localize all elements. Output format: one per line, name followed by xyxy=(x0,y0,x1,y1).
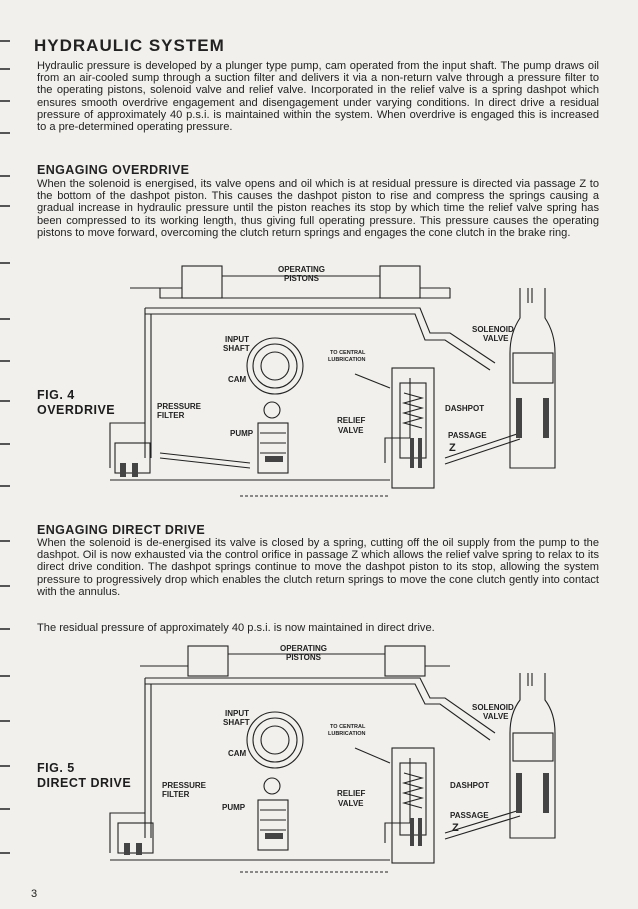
binder-mark xyxy=(0,400,10,402)
overdrive-heading: ENGAGING OVERDRIVE xyxy=(37,163,190,177)
label-relief-valve: VALVE xyxy=(338,426,364,435)
label-dashpot: DASHPOT xyxy=(445,404,484,413)
binder-mark xyxy=(0,100,10,102)
label-pressure: PRESSURE xyxy=(162,781,207,790)
binder-mark xyxy=(0,485,10,487)
left-operating-piston xyxy=(181,265,223,299)
direct-drive-note: The residual pressure of approximately 4… xyxy=(37,622,435,634)
label-pistons: PISTONS xyxy=(286,653,322,662)
cam-follower xyxy=(263,777,281,795)
solenoid-valve xyxy=(509,288,556,469)
input-shaft-circle xyxy=(246,337,304,395)
right-operating-piston xyxy=(379,265,421,299)
right-operating-piston xyxy=(384,645,426,677)
pump-body xyxy=(257,799,289,851)
binder-mark xyxy=(0,318,10,320)
pressure-filter xyxy=(117,822,154,854)
binder-mark xyxy=(0,808,10,810)
binder-mark xyxy=(0,175,10,177)
direct-drive-heading: ENGAGING DIRECT DRIVE xyxy=(37,523,206,537)
fig4-label: FIG. 4 OVERDRIVE xyxy=(37,388,115,418)
label-z: Z xyxy=(452,822,459,834)
label-z: Z xyxy=(449,442,456,454)
fig5-diagram: OPERATING PISTONS INPUT SHAFT SOLENOID V… xyxy=(109,644,556,873)
label-lubrication: LUBRICATION xyxy=(328,731,366,737)
binder-mark xyxy=(0,40,10,42)
fig5-number: FIG. 5 xyxy=(37,761,75,775)
relief-valve-body xyxy=(391,747,435,864)
binder-mark xyxy=(0,852,10,854)
direct-drive-paragraph: When the solenoid is de-energised its va… xyxy=(37,537,599,598)
label-to-central: TO CENTRAL xyxy=(330,724,366,730)
label-pump: PUMP xyxy=(222,803,246,812)
label-passage: PASSAGE xyxy=(448,431,487,440)
cam-follower xyxy=(263,401,281,419)
binder-mark xyxy=(0,765,10,767)
label-relief: RELIEF xyxy=(337,789,366,798)
label-relief: RELIEF xyxy=(337,416,366,425)
overdrive-paragraph: When the solenoid is energised, its valv… xyxy=(37,178,599,239)
label-pistons: PISTONS xyxy=(284,274,320,283)
binder-mark xyxy=(0,675,10,677)
binder-mark xyxy=(0,585,10,587)
label-to-central: TO CENTRAL xyxy=(330,350,366,356)
solenoid-valve xyxy=(509,673,556,839)
label-solenoid: SOLENOID xyxy=(472,325,514,334)
binder-mark xyxy=(0,540,10,542)
label-shaft: SHAFT xyxy=(223,344,250,353)
intro-paragraph: Hydraulic pressure is developed by a plu… xyxy=(37,60,599,134)
label-relief-valve: VALVE xyxy=(338,799,364,808)
binder-mark xyxy=(0,443,10,445)
binder-mark xyxy=(0,720,10,722)
binder-mark xyxy=(0,628,10,630)
label-valve: VALVE xyxy=(483,712,509,721)
relief-valve-body xyxy=(391,367,435,489)
binder-mark xyxy=(0,360,10,362)
label-dashpot: DASHPOT xyxy=(450,781,489,790)
label-solenoid: SOLENOID xyxy=(472,703,514,712)
label-filter: FILTER xyxy=(157,411,185,420)
fig5-caption: DIRECT DRIVE xyxy=(37,776,132,790)
label-filter: FILTER xyxy=(162,790,190,799)
label-cam: CAM xyxy=(228,749,247,758)
binder-mark xyxy=(0,205,10,207)
left-operating-piston xyxy=(187,645,229,677)
page-number: 3 xyxy=(31,888,38,900)
input-shaft-circle xyxy=(246,711,304,769)
label-shaft: SHAFT xyxy=(223,718,250,727)
fig4-number: FIG. 4 xyxy=(37,388,75,402)
label-passage: PASSAGE xyxy=(450,811,489,820)
label-cam: CAM xyxy=(228,375,247,384)
binder-mark xyxy=(0,68,10,70)
label-input: INPUT xyxy=(225,709,249,718)
label-lubrication: LUBRICATION xyxy=(328,357,366,363)
fig4-caption: OVERDRIVE xyxy=(37,403,116,417)
pump-body xyxy=(257,422,289,474)
label-operating: OPERATING xyxy=(280,644,327,653)
label-input: INPUT xyxy=(225,335,249,344)
label-pressure: PRESSURE xyxy=(157,402,202,411)
page-title: HYDRAULIC SYSTEM xyxy=(34,36,225,55)
label-valve: VALVE xyxy=(483,334,509,343)
binder-mark xyxy=(0,262,10,264)
label-operating: OPERATING xyxy=(278,265,325,274)
binder-mark xyxy=(0,132,10,134)
fig4-diagram: OPERATING PISTONS INPUT SHAFT SOLENOID V… xyxy=(109,265,556,497)
fig5-label: FIG. 5 DIRECT DRIVE xyxy=(37,761,131,791)
label-pump: PUMP xyxy=(230,429,254,438)
